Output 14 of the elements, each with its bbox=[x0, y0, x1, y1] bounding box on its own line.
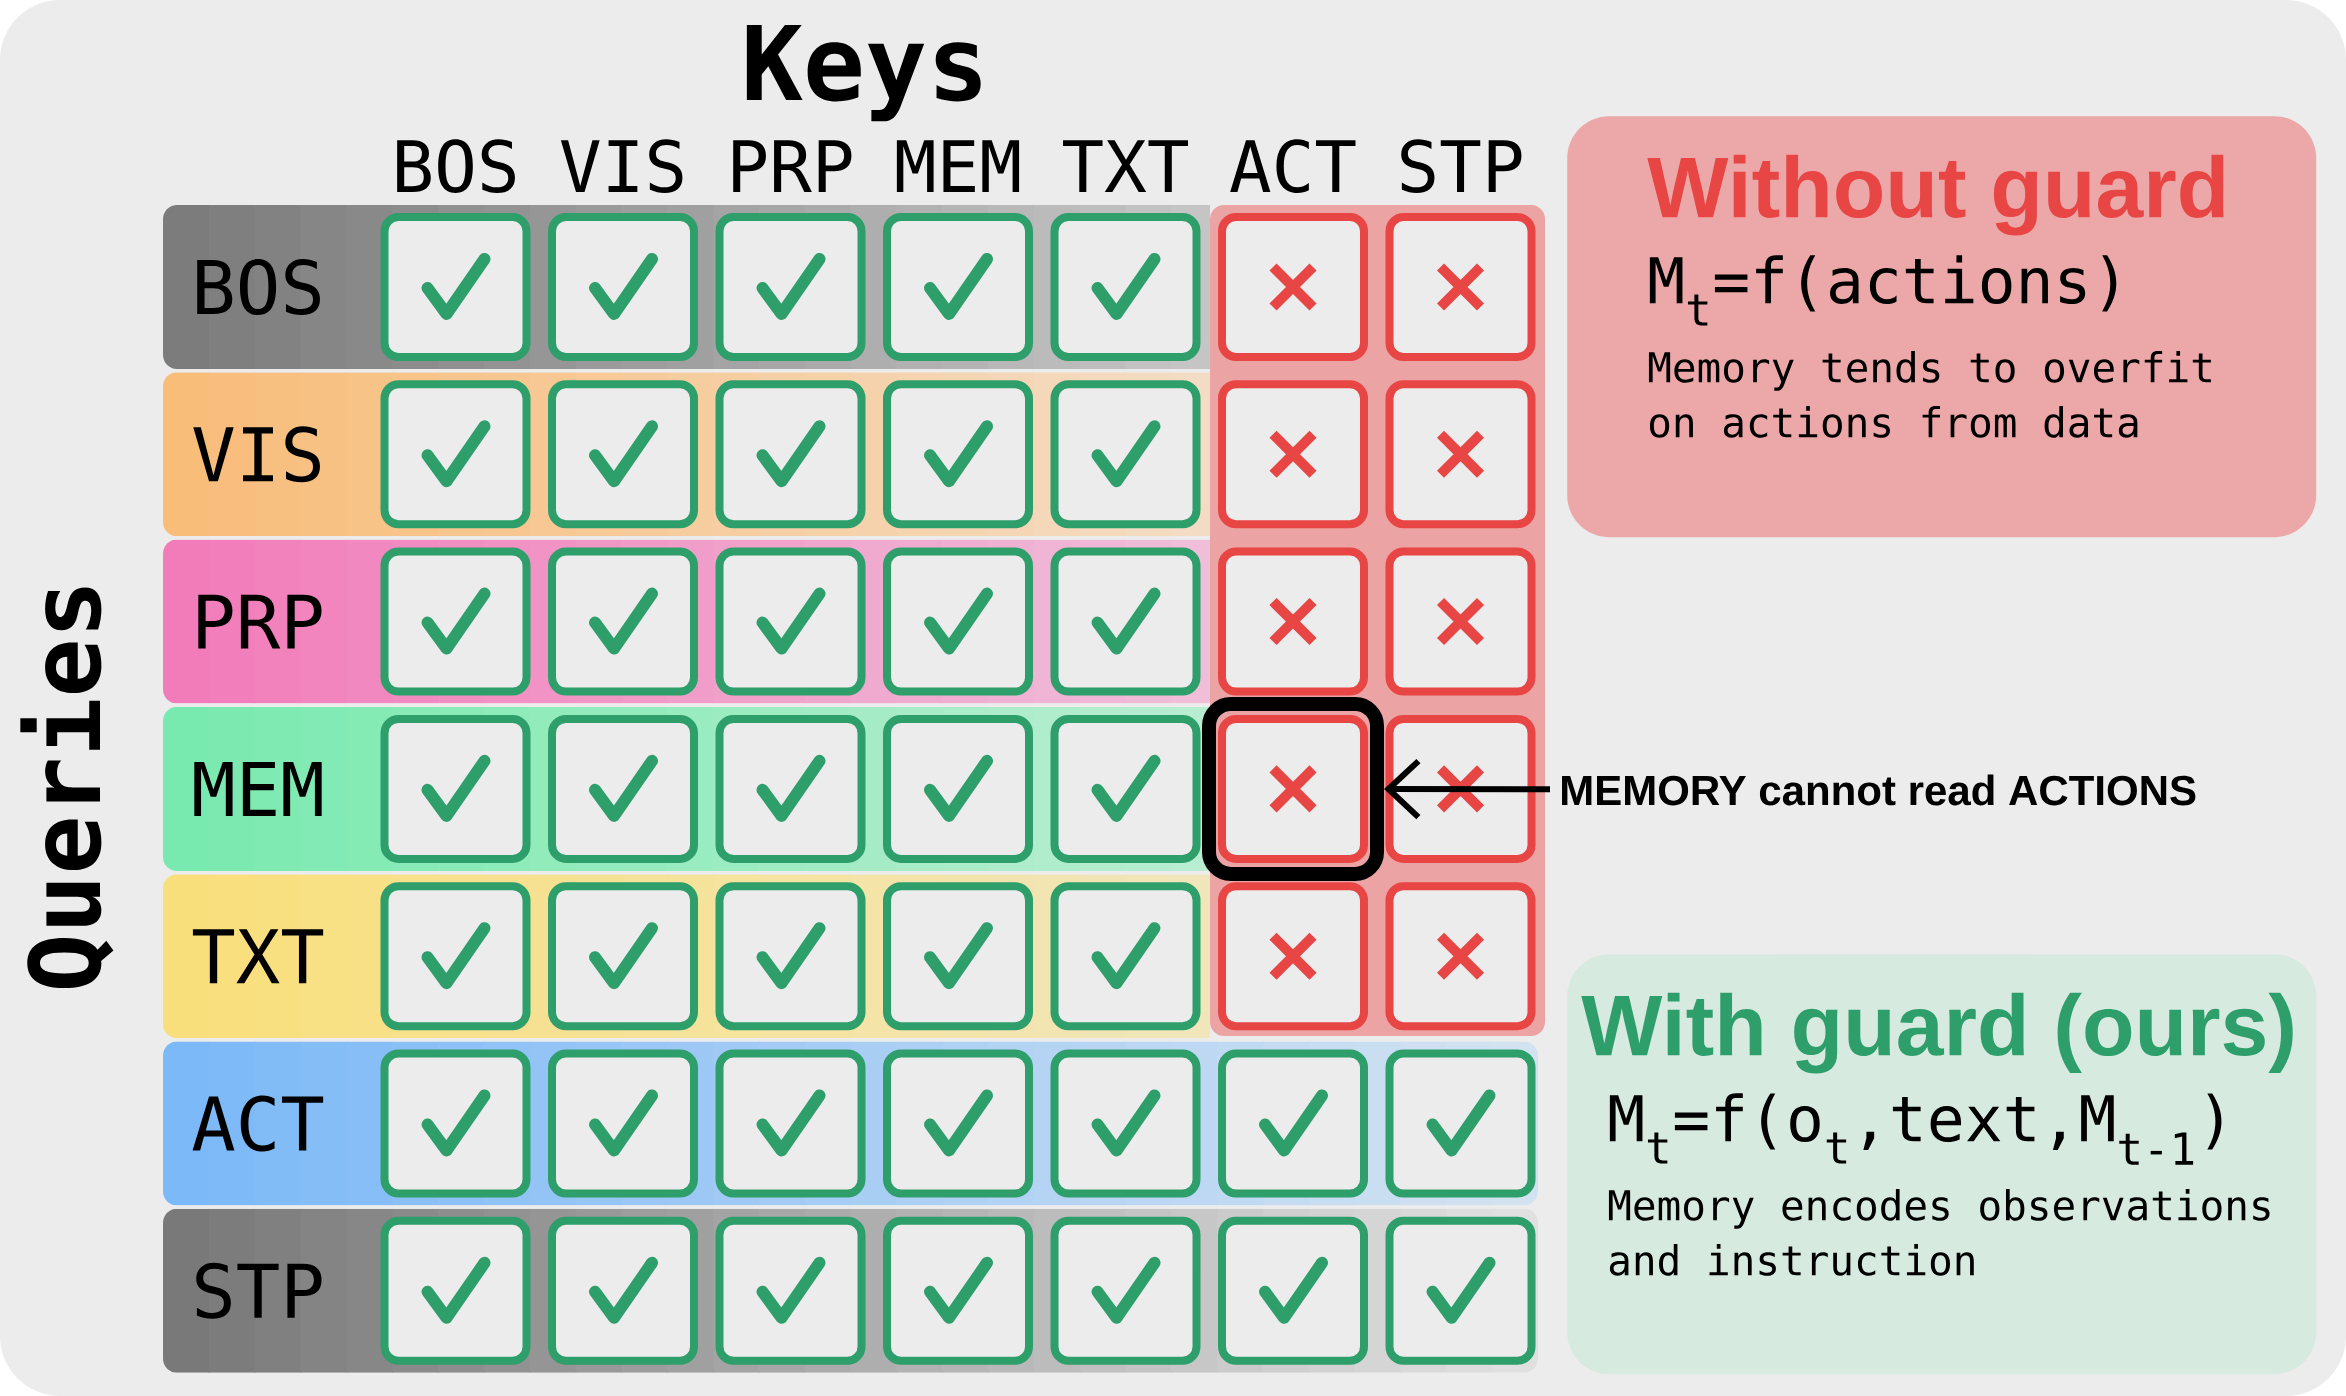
panel-text: Memory tends to overfit on actions from data bbox=[1648, 351, 2211, 438]
column-header: PRP bbox=[733, 140, 852, 192]
formula: M$_{t}$=f(actions) bbox=[1649, 255, 2117, 326]
panel-text: Memory encodes observations and instruction bbox=[1608, 1189, 2270, 1276]
axis-title: Keys bbox=[746, 24, 981, 122]
column-header: MEM bbox=[896, 140, 1020, 192]
axis-title: Queries bbox=[20, 587, 114, 989]
column-header: TXT bbox=[1063, 140, 1188, 192]
column-header: ACT bbox=[1230, 139, 1356, 193]
column-header: BOS bbox=[397, 139, 515, 193]
panel-heading: With guard (ours) bbox=[1581, 992, 2293, 1074]
formula: M$_{t}$=f(o$_{t}$,text,M$_{t-1}$) bbox=[1609, 1093, 2222, 1165]
column-header: VIS bbox=[560, 139, 683, 193]
panel-heading: Without guard bbox=[1647, 154, 2224, 236]
